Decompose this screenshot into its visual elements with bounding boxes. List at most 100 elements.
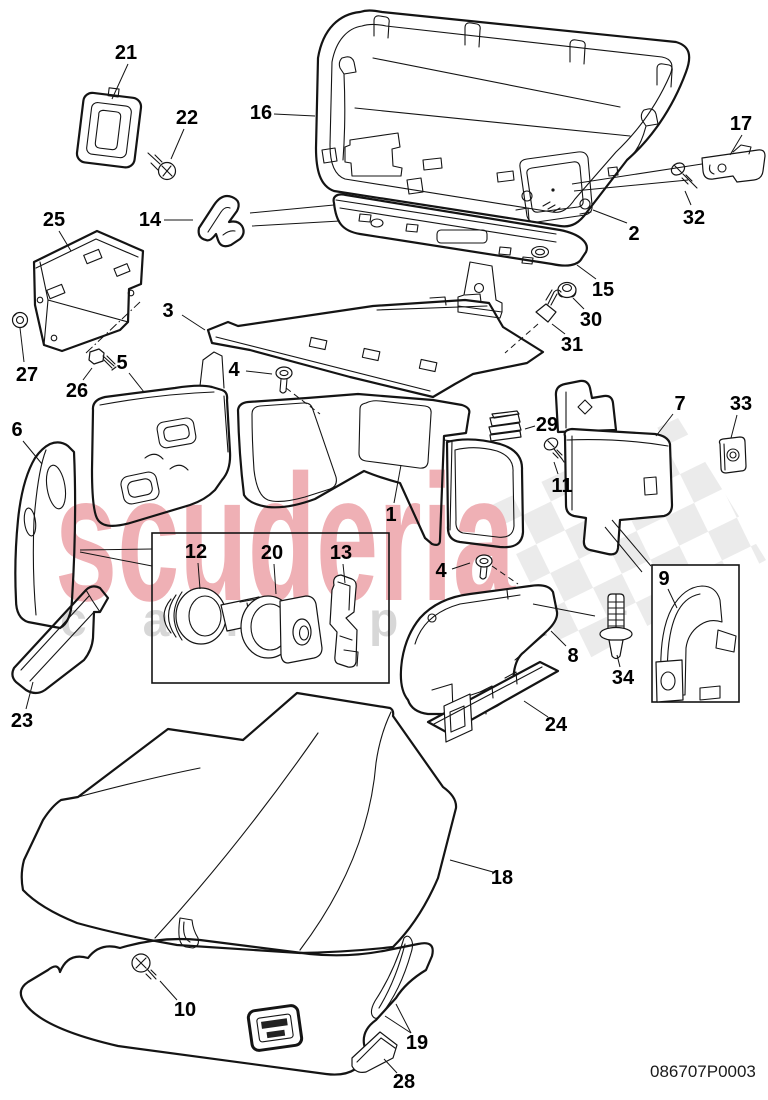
part-1-main-trunk-trim [236,392,525,549]
screw-4-lower [475,554,493,580]
callout-17: 17 [730,113,752,135]
screw-31 [535,289,562,323]
callout-8: 8 [567,645,578,667]
callout-25: 25 [43,209,65,231]
part-29-stacked-pad [488,410,522,442]
part-17-bracket [701,144,766,183]
part-6-side-panel [14,441,77,630]
callout-6: 6 [11,419,22,441]
leader-line-10 [159,980,178,1001]
leader-line-19 [395,1003,412,1034]
part-24-support-rail [426,660,560,743]
nut-30 [557,281,577,299]
part-9-wheel-arch-liner [655,585,737,703]
leader-line-28 [383,1058,398,1074]
leader-line-11 [553,461,559,475]
callout-21: 21 [115,42,137,64]
callout-34: 34 [612,667,635,689]
part-13-hook-clip [329,574,359,668]
screw-10 [131,953,157,980]
leader-line-25 [58,230,72,252]
callout-30: 30 [580,309,602,331]
callout-29: 29 [536,414,558,436]
leader-line-12 [197,562,201,590]
leader-line-17 [729,134,743,156]
part-14-spring-clip [197,194,245,248]
mat-buckle [246,1004,304,1052]
leader-line-27 [19,327,25,363]
leader-line-29 [524,425,536,430]
leader-line-1 [393,464,402,504]
callout-20: 20 [261,542,283,564]
part-16-trunk-lid-trim-panel [314,9,691,235]
part-5-left-side-trim [90,351,232,527]
screw-4-upper [275,366,293,394]
callout-9: 9 [658,568,669,590]
leader-line-4 [451,562,471,570]
leader-line-2 [592,209,628,224]
part-25-mounting-bracket [32,229,145,353]
callout-12: 12 [185,541,207,563]
callout-24: 24 [545,714,568,736]
callout-4: 4 [228,359,240,381]
leader-line-26 [82,367,93,381]
bolt-26 [88,348,117,371]
part-20-grommet [240,595,323,664]
leader-line-6 [22,440,43,465]
leader-line-8 [550,630,567,647]
part-28-wedge [351,1031,398,1073]
callout-16: 16 [250,102,272,124]
leader-line-34 [616,654,621,668]
leader-line-13 [342,563,346,584]
detail-box-fasteners [151,532,390,684]
leader-line-9 [667,588,678,609]
callout-13: 13 [330,542,352,564]
part-33-clip-nut [718,436,747,474]
watermark-checker-flag [492,418,766,668]
callout-3: 3 [162,300,173,322]
leader-line-24 [523,700,549,718]
callout-11: 11 [551,475,572,497]
callout-26: 26 [66,380,88,402]
leader-line-31 [551,323,566,335]
callout-19: 19 [406,1032,428,1054]
callout-7: 7 [674,393,685,415]
callout-27: 27 [16,364,38,386]
leader-line-18 [449,859,494,873]
leader-line-19 [384,1015,412,1034]
callout-15: 15 [592,279,614,301]
callout-4: 4 [435,560,447,582]
callout-31: 31 [561,334,583,356]
callout-32: 32 [683,207,705,229]
leader-line-15 [576,264,597,280]
screw-32 [670,162,698,189]
part-drawings [11,9,766,1076]
reference-lines-dashed [285,323,539,585]
part-lower-mat [19,937,434,1076]
callout-1: 1 [385,504,396,526]
screw-11 [543,437,565,463]
leader-line-4 [245,370,273,375]
part-23-sill-piece [11,585,110,695]
leader-line-33 [730,414,738,439]
callout-18: 18 [491,867,513,889]
leader-line-32 [684,190,692,206]
callout-5: 5 [116,352,127,374]
detail-box-wheel-arch [651,564,740,703]
leader-line-5 [128,372,145,393]
callout-23: 23 [11,710,33,732]
callout-28: 28 [393,1071,415,1093]
leader-line-3 [181,314,206,331]
leader-line-21 [111,63,129,100]
callout-10: 10 [174,999,196,1021]
leader-line-20 [273,563,277,595]
nut-27 [11,311,29,329]
callout-33: 33 [730,393,752,415]
leader-line-7 [655,413,674,437]
clip-34-expanding-rivet [599,593,633,660]
part-2-license-plate-recess [515,151,593,223]
screw-22 [147,152,177,181]
reference-lines [79,163,703,617]
